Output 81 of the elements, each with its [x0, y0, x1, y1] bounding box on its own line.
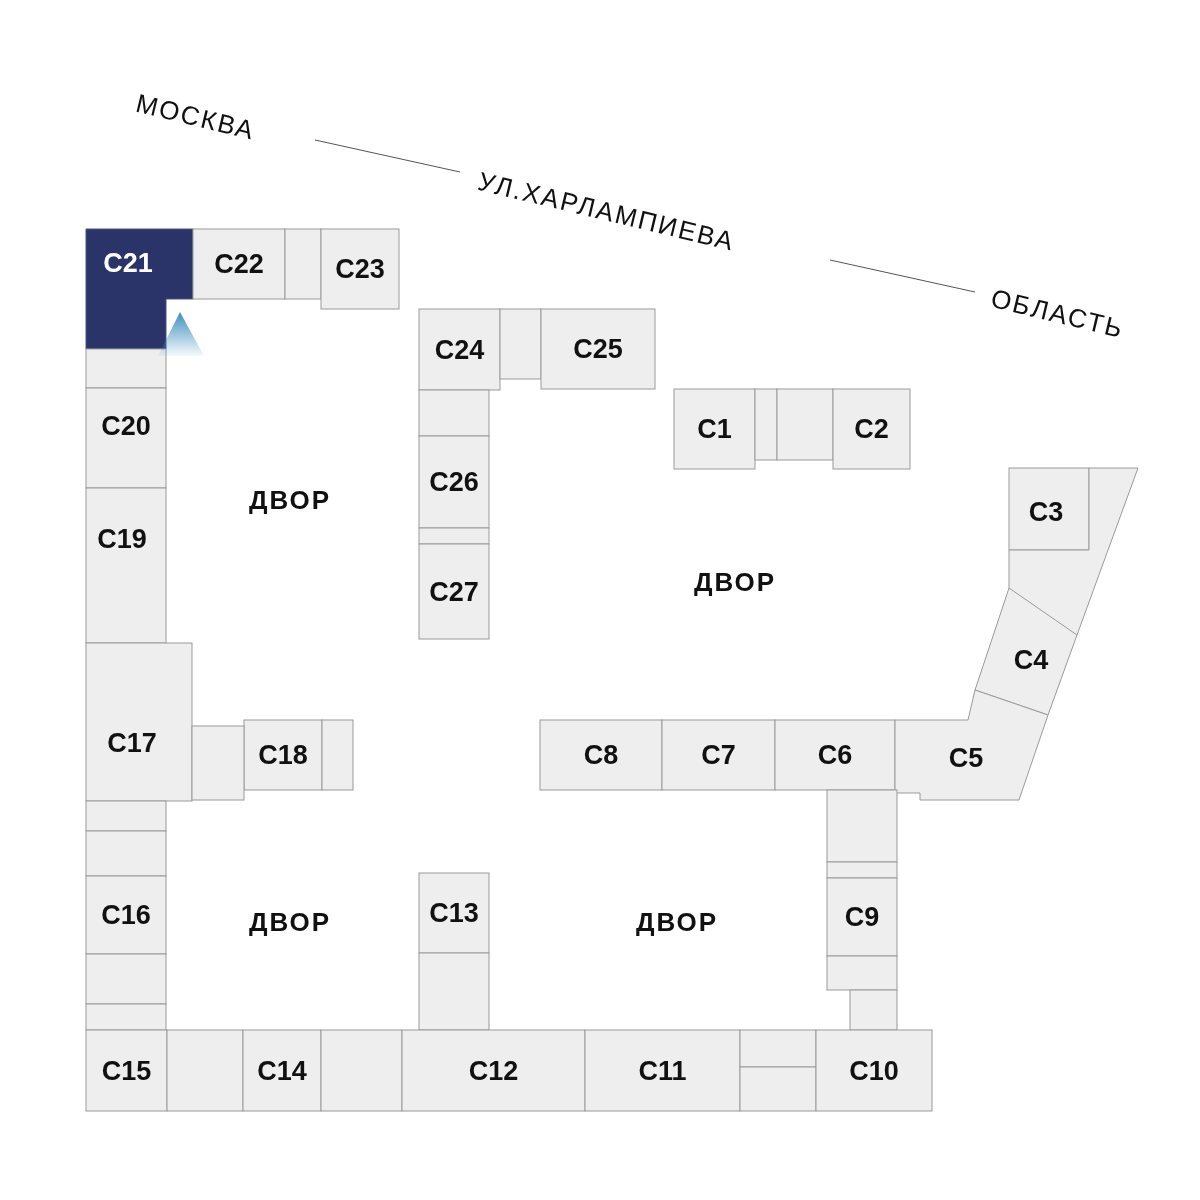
courtyard-label: ДВОР	[693, 566, 777, 598]
room-number: C15	[101, 1055, 152, 1086]
room-number: C16	[101, 899, 151, 931]
room-block	[500, 309, 541, 379]
room-block	[1009, 468, 1138, 635]
room-block	[86, 831, 166, 876]
room-block	[755, 389, 777, 460]
room-number: C10	[849, 1055, 899, 1086]
room-block	[419, 309, 500, 390]
room-block	[419, 953, 489, 1030]
room-block	[1009, 468, 1089, 550]
room-block	[243, 1030, 321, 1111]
room-number: C2	[854, 413, 889, 445]
room-block	[322, 720, 353, 790]
room-block	[86, 1030, 167, 1111]
room-number: C24	[434, 334, 485, 365]
room-block	[827, 790, 897, 862]
room-block	[816, 1030, 932, 1111]
room-block	[86, 349, 166, 388]
room-number: C26	[429, 466, 479, 498]
room-block	[86, 801, 166, 831]
room-number: C6	[817, 739, 853, 771]
room-block	[775, 720, 895, 790]
room-number: C18	[258, 739, 308, 771]
room-block	[777, 389, 833, 460]
room-number: C27	[429, 576, 479, 607]
room-block	[193, 229, 285, 299]
room-number: C20	[101, 410, 151, 442]
room-number: C22	[214, 248, 264, 280]
selected-room-block	[86, 229, 193, 349]
room-number: C4	[1013, 644, 1049, 676]
courtyard-label: ДВОР	[635, 906, 719, 938]
room-block	[540, 720, 662, 790]
room-block	[419, 528, 489, 544]
room-block	[86, 876, 166, 954]
room-block	[86, 488, 166, 643]
courtyard-label: ДВОР	[248, 484, 332, 516]
room-block	[850, 990, 897, 1030]
room-block	[419, 544, 489, 639]
room-number: C25	[573, 333, 623, 365]
room-block	[662, 720, 775, 790]
courtyard-label: ДВОР	[248, 906, 332, 938]
room-block	[285, 229, 321, 299]
room-number: C7	[701, 739, 736, 771]
room-number: C23	[335, 253, 385, 285]
room-block	[674, 389, 755, 469]
room-block	[244, 720, 322, 790]
room-block	[321, 229, 399, 309]
room-block	[833, 389, 910, 469]
room-number: C17	[107, 727, 157, 759]
room-block	[740, 1067, 816, 1111]
room-block	[419, 436, 489, 528]
room-block	[402, 1030, 585, 1111]
room-number: C19	[97, 523, 147, 555]
room-block	[740, 1030, 816, 1067]
room-block	[585, 1030, 740, 1111]
room-number: C11	[638, 1055, 687, 1086]
room-number: C8	[583, 739, 619, 771]
room-block	[419, 873, 489, 953]
room-number: C12	[468, 1055, 519, 1086]
room-block	[827, 878, 897, 956]
room-block	[86, 388, 166, 488]
room-block	[86, 1004, 166, 1030]
room-block	[86, 954, 166, 1004]
room-block	[895, 690, 1048, 800]
room-number: C1	[697, 413, 732, 445]
room-number: C21	[103, 247, 153, 279]
room-block	[419, 390, 489, 436]
room-number: C5	[948, 742, 984, 774]
room-number: C13	[429, 897, 479, 929]
room-block	[192, 726, 244, 800]
room-block	[827, 862, 897, 878]
room-block	[86, 643, 192, 801]
room-number: C9	[844, 901, 880, 933]
room-block	[827, 956, 897, 990]
room-block	[975, 588, 1077, 715]
room-block	[321, 1030, 402, 1111]
room-number: C3	[1028, 496, 1064, 528]
room-block	[167, 1030, 243, 1111]
room-number: C14	[257, 1055, 307, 1086]
room-block	[541, 309, 655, 389]
